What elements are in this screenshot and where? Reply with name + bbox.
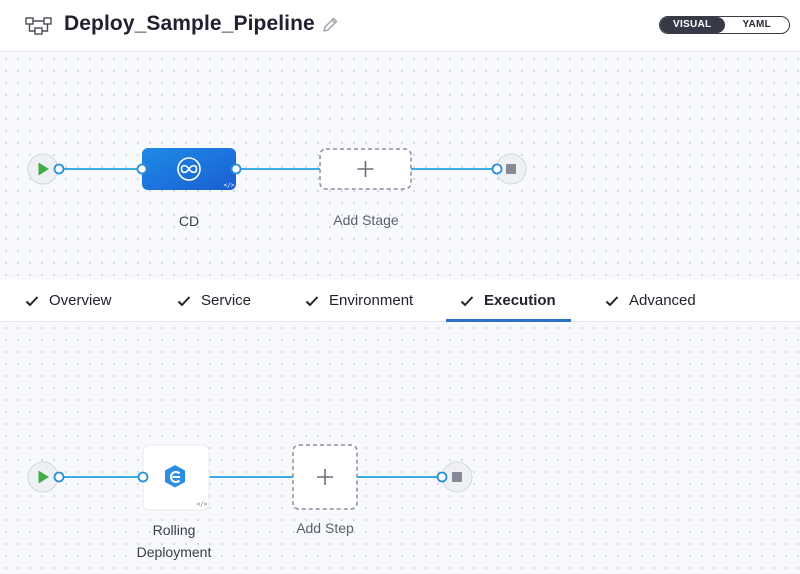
- stop-icon: [506, 164, 516, 174]
- pipeline-header: Deploy_Sample_Pipeline VISUAL YAML: [0, 0, 800, 52]
- execution-canvas: </> Rolling Deployment Add Step: [0, 322, 800, 574]
- step-label-line2: Deployment: [136, 544, 212, 560]
- stage-graph: </>: [27, 148, 527, 190]
- pipeline-icon: [25, 17, 52, 35]
- plus-icon: [317, 469, 333, 485]
- tab-label: Environment: [329, 292, 414, 309]
- connector-port[interactable]: [53, 163, 65, 175]
- connector-port[interactable]: [53, 471, 65, 483]
- cd-stage-icon: [177, 157, 201, 181]
- check-icon: [605, 295, 619, 306]
- code-icon: </>: [224, 182, 235, 189]
- plus-icon: [357, 161, 374, 177]
- pipeline-start-node[interactable]: [27, 153, 59, 185]
- check-icon: [460, 295, 474, 306]
- page-title: Deploy_Sample_Pipeline: [64, 12, 315, 35]
- check-icon: [305, 295, 319, 306]
- tab-label: Service: [201, 292, 252, 309]
- pencil-icon[interactable]: [321, 16, 339, 34]
- connector-port[interactable]: [230, 163, 242, 175]
- pipeline-stage-canvas: </> CD Add Stage: [0, 53, 800, 279]
- add-step-button[interactable]: [292, 444, 358, 510]
- add-step-label[interactable]: Add Step: [296, 520, 354, 536]
- tab-label: Overview: [49, 292, 112, 309]
- visual-view-button[interactable]: VISUAL: [660, 17, 725, 33]
- rolling-deployment-icon: [165, 465, 185, 488]
- add-stage-button[interactable]: [319, 148, 412, 190]
- play-icon: [38, 162, 49, 176]
- execution-graph: </>: [27, 444, 473, 511]
- step-label-line1: Rolling: [152, 522, 196, 538]
- stage-node-cd[interactable]: </>: [142, 148, 236, 190]
- step-label-rolling-deployment: Rolling Deployment: [116, 519, 232, 563]
- execution-start-node[interactable]: [27, 461, 59, 493]
- connector-port[interactable]: [436, 471, 448, 483]
- tab-advanced[interactable]: Advanced: [605, 279, 696, 322]
- tab-overview[interactable]: Overview: [25, 279, 112, 322]
- play-icon: [38, 470, 49, 484]
- stage-label-cd: CD: [178, 213, 200, 229]
- stop-icon: [452, 472, 462, 482]
- connector-port[interactable]: [491, 163, 503, 175]
- tab-label: Advanced: [629, 292, 696, 309]
- tab-label: Execution: [484, 292, 556, 309]
- connector-port[interactable]: [136, 163, 148, 175]
- add-stage-label[interactable]: Add Stage: [333, 212, 399, 228]
- tab-environment[interactable]: Environment: [305, 279, 413, 322]
- selected-tab-indicator: [446, 319, 571, 322]
- check-icon: [177, 295, 191, 306]
- tab-execution[interactable]: Execution: [460, 279, 556, 322]
- view-toggle: VISUAL YAML: [659, 16, 790, 34]
- stage-tabs: Overview Service Environment Execution A…: [0, 279, 800, 322]
- check-icon: [25, 295, 39, 306]
- step-node-rolling-deployment[interactable]: </>: [142, 444, 210, 511]
- code-icon: </>: [197, 501, 208, 508]
- tab-service[interactable]: Service: [177, 279, 251, 322]
- yaml-view-button[interactable]: YAML: [742, 19, 772, 30]
- connector-port[interactable]: [137, 471, 149, 483]
